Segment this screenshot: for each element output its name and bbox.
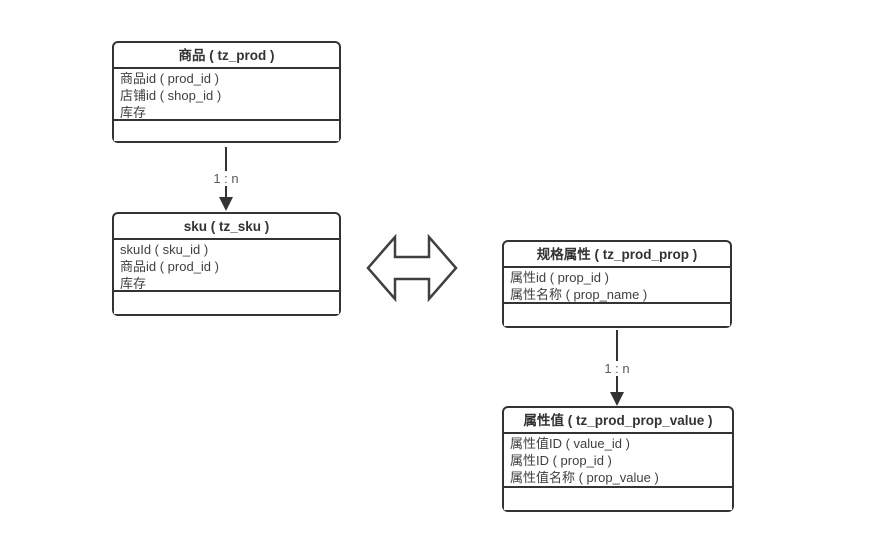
entity-prop-title: 规格属性 ( tz_prod_prop )	[504, 242, 730, 268]
field-prop-name: 属性名称 ( prop_name )	[510, 287, 648, 302]
entity-prop-fields: 属性id ( prop_id ) 属性名称 ( prop_name )	[504, 268, 730, 304]
entity-propval-table: 属性值 ( tz_prod_prop_value ) 属性值ID ( value…	[502, 406, 734, 512]
entity-propval-title: 属性值 ( tz_prod_prop_value )	[504, 408, 732, 434]
connector-prop-propval-label: 1 : n	[595, 361, 639, 376]
entity-prop-table: 规格属性 ( tz_prod_prop ) 属性id ( prop_id ) 属…	[502, 240, 732, 328]
entity-propval-fields: 属性值ID ( value_id ) 属性ID ( prop_id ) 属性值名…	[504, 434, 732, 488]
field-value-id: 属性值ID ( value_id )	[510, 436, 630, 451]
entity-prod-table: 商品 ( tz_prod ) 商品id ( prod_id ) 店铺id ( s…	[112, 41, 341, 143]
entity-sku-footer	[114, 292, 339, 314]
entity-sku-table: sku ( tz_sku ) skuId ( sku_id ) 商品id ( p…	[112, 212, 341, 316]
field-prop-value-name: 属性值名称 ( prop_value )	[510, 470, 659, 485]
field-propval-prop-id: 属性ID ( prop_id )	[510, 453, 612, 468]
connector-prop-propval-arrowhead-icon	[610, 392, 624, 406]
entity-sku-title: sku ( tz_sku )	[114, 214, 339, 240]
entity-sku-fields: skuId ( sku_id ) 商品id ( prod_id ) 库存	[114, 240, 339, 292]
field-sku-id: skuId ( sku_id )	[120, 242, 209, 257]
field-prod-id: 商品id ( prod_id )	[120, 71, 219, 86]
entity-prop-footer	[504, 304, 730, 326]
entity-propval-footer	[504, 488, 732, 510]
connector-prod-sku-label: 1 : n	[204, 171, 248, 186]
field-sku-stock: 库存	[120, 276, 147, 291]
field-prop-id: 属性id ( prop_id )	[510, 270, 609, 285]
entity-prod-footer	[114, 121, 339, 141]
field-shop-id: 店铺id ( shop_id )	[120, 88, 222, 103]
connector-prod-sku-arrowhead-icon	[219, 197, 233, 211]
field-sku-prod-id: 商品id ( prod_id )	[120, 259, 219, 274]
entity-prod-title: 商品 ( tz_prod )	[114, 43, 339, 69]
field-prod-stock: 库存	[120, 105, 147, 120]
entity-prod-fields: 商品id ( prod_id ) 店铺id ( shop_id ) 库存	[114, 69, 339, 121]
double-horizontal-arrow-icon	[366, 234, 458, 302]
